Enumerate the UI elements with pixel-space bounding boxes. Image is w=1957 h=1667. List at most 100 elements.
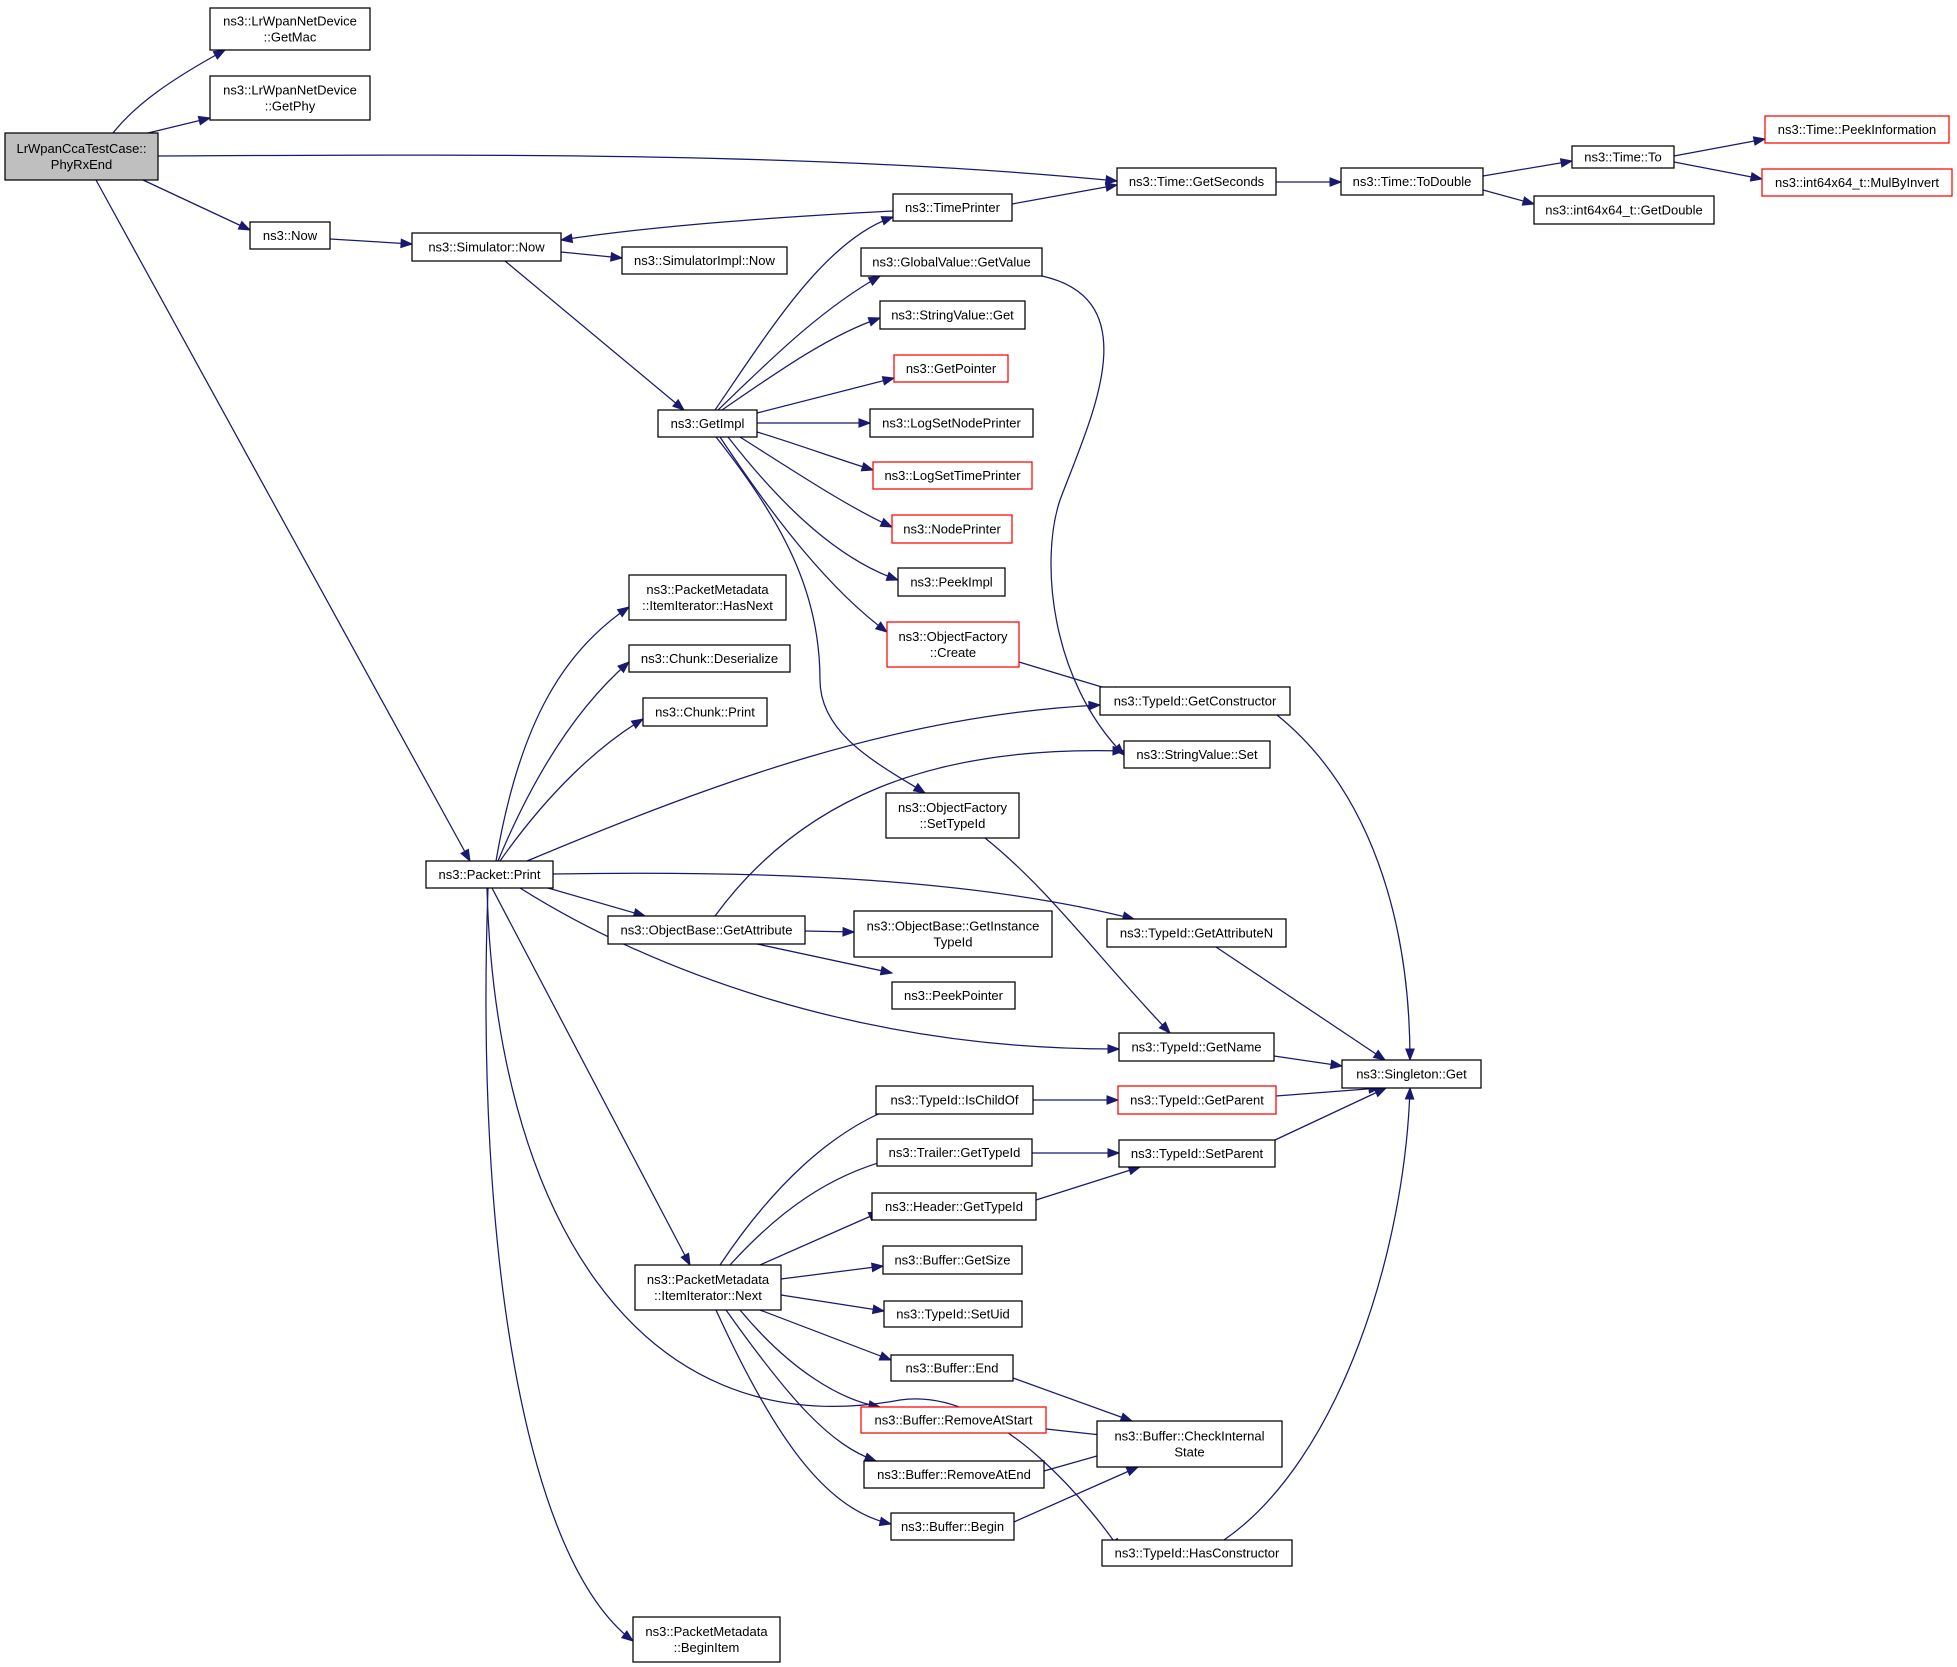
node-svget[interactable]: ns3::StringValue::Get: [879, 300, 1026, 330]
edge-headergettypeid-to-setparent: [1035, 1165, 1142, 1201]
arrowhead: [630, 718, 645, 730]
node-ofcreate[interactable]: ns3::ObjectFactory::Create: [886, 621, 1020, 668]
node-todouble[interactable]: ns3::Time::ToDouble: [1340, 167, 1484, 196]
node-label: ::GetPhy: [265, 99, 316, 114]
arrowhead: [867, 275, 882, 286]
node-logsettimeprinter[interactable]: ns3::LogSetTimePrinter: [872, 461, 1033, 490]
node-getparent[interactable]: ns3::TypeId::GetParent: [1117, 1085, 1277, 1115]
node-trailergettypeid[interactable]: ns3::Trailer::GetTypeId: [876, 1138, 1033, 1167]
node-simimplnow[interactable]: ns3::SimulatorImpl::Now: [621, 246, 788, 275]
node-chunkdeser[interactable]: ns3::Chunk::Deserialize: [628, 644, 791, 673]
node-simnow[interactable]: ns3::Simulator::Now: [411, 232, 562, 262]
node-getimpl[interactable]: ns3::GetImpl: [657, 409, 758, 438]
node-label: ns3::Header::GetTypeId: [885, 1199, 1023, 1214]
node-box: [209, 75, 371, 121]
node-setparent[interactable]: ns3::TypeId::SetParent: [1118, 1139, 1276, 1168]
node-box: [883, 1300, 1023, 1328]
node-box: [1123, 740, 1271, 769]
node-logsetnodeprinter[interactable]: ns3::LogSetNodePrinter: [869, 408, 1034, 438]
node-gvgetvalue[interactable]: ns3::GlobalValue::GetValue: [860, 247, 1043, 277]
node-label: ns3::ObjectBase::GetAttribute: [621, 923, 793, 938]
edge-getimpl-to-gvgetvalue: [717, 275, 882, 411]
node-label: ns3::PacketMetadata: [647, 1272, 770, 1287]
node-getname[interactable]: ns3::TypeId::GetName: [1118, 1032, 1275, 1062]
node-now[interactable]: ns3::Now: [249, 221, 331, 250]
node-label: ns3::TypeId::HasConstructor: [1115, 1546, 1280, 1561]
node-box: [249, 221, 331, 250]
node-label: ns3::GetImpl: [671, 416, 745, 431]
edge-packetprint-to-pmbeginitem: [485, 887, 635, 1642]
node-label: ::ItemIterator::Next: [654, 1288, 762, 1303]
edge-pmnext-to-headergettypeid: [759, 1211, 882, 1266]
node-label: ns3::LogSetTimePrinter: [884, 468, 1021, 483]
node-removeatstart[interactable]: ns3::Buffer::RemoveAtStart: [860, 1406, 1047, 1434]
node-buffergetsize[interactable]: ns3::Buffer::GetSize: [882, 1245, 1023, 1275]
node-hasconstructor[interactable]: ns3::TypeId::HasConstructor: [1101, 1539, 1293, 1567]
arrowhead: [1119, 1412, 1134, 1422]
arrowhead: [197, 115, 212, 126]
edge-line: [1035, 1166, 1141, 1201]
edge-line: [1013, 1466, 1139, 1523]
node-box: [1761, 168, 1953, 197]
node-ischildof[interactable]: ns3::TypeId::IsChildOf: [875, 1085, 1034, 1115]
node-box: [1571, 145, 1675, 169]
node-headergettypeid[interactable]: ns3::Header::GetTypeId: [871, 1192, 1037, 1221]
node-obgetattribute[interactable]: ns3::ObjectBase::GetAttribute: [607, 915, 806, 945]
node-removeatend[interactable]: ns3::Buffer::RemoveAtEnd: [863, 1460, 1045, 1489]
edge-obgetattribute-to-obgetinstance: [804, 926, 856, 937]
edge-line: [780, 1294, 885, 1312]
node-ofsettypeid[interactable]: ns3::ObjectFactory::SetTypeId: [885, 792, 1020, 839]
edge-line: [1041, 275, 1125, 756]
node-getseconds[interactable]: ns3::Time::GetSeconds: [1116, 167, 1277, 196]
node-pmhasnext[interactable]: ns3::PacketMetadata::ItemIterator::HasNe…: [628, 574, 787, 621]
arrowhead: [871, 1262, 885, 1273]
node-timeprinter[interactable]: ns3::TimePrinter: [892, 193, 1013, 222]
node-nodeprinter[interactable]: ns3::NodePrinter: [891, 514, 1013, 544]
node-label: ns3::LrWpanNetDevice: [223, 14, 357, 29]
node-getconstructor[interactable]: ns3::TypeId::GetConstructor: [1099, 686, 1291, 716]
node-setuid[interactable]: ns3::TypeId::SetUid: [883, 1300, 1023, 1328]
node-getmac[interactable]: ns3::LrWpanNetDevice::GetMac: [209, 7, 371, 51]
node-bufferend[interactable]: ns3::Buffer::End: [890, 1354, 1014, 1382]
node-peekpointer[interactable]: ns3::PeekPointer: [891, 981, 1016, 1010]
node-label: ns3::PacketMetadata: [645, 1624, 768, 1639]
node-getpointer[interactable]: ns3::GetPointer: [893, 354, 1009, 383]
node-box: [1118, 1032, 1275, 1062]
node-peekinfo[interactable]: ns3::Time::PeekInformation: [1764, 115, 1950, 144]
node-pmnext[interactable]: ns3::PacketMetadata::ItemIterator::Next: [634, 1264, 782, 1311]
node-root[interactable]: LrWpanCcaTestCase::PhyRxEnd: [4, 132, 159, 181]
edge-line: [759, 1211, 881, 1266]
node-pmbeginitem[interactable]: ns3::PacketMetadata::BeginItem: [632, 1616, 781, 1663]
node-mulbyinvert[interactable]: ns3::int64x64_t::MulByInvert: [1761, 168, 1953, 197]
node-peekimpl[interactable]: ns3::PeekImpl: [897, 567, 1006, 597]
edge-getimpl-to-nodeprinter: [739, 436, 894, 528]
node-getphy[interactable]: ns3::LrWpanNetDevice::GetPhy: [209, 75, 371, 121]
arrowhead: [879, 965, 894, 976]
node-svset[interactable]: ns3::StringValue::Set: [1123, 740, 1271, 769]
node-label: ns3::TypeId::SetParent: [1131, 1146, 1264, 1161]
node-box: [657, 409, 758, 438]
node-box: [607, 915, 806, 945]
edge-root-to-getseconds: [157, 154, 1119, 185]
arrowhead: [1559, 158, 1574, 168]
node-packetprint[interactable]: ns3::Packet::Print: [425, 860, 554, 889]
edge-pmnext-to-bufferend: [759, 1309, 893, 1361]
edge-line: [729, 1158, 893, 1266]
node-getdouble[interactable]: ns3::int64x64_t::GetDouble: [1533, 195, 1715, 225]
node-timeto[interactable]: ns3::Time::To: [1571, 145, 1675, 169]
node-bufferbegin[interactable]: ns3::Buffer::Begin: [890, 1512, 1015, 1541]
node-label: ns3::TypeId::GetAttributeN: [1120, 926, 1273, 941]
edge-now-to-simnow: [329, 238, 414, 249]
node-label: ns3::NodePrinter: [903, 522, 1001, 537]
edge-line: [491, 887, 691, 1266]
edge-getimpl-to-timeprinter: [714, 216, 895, 411]
node-chunkprint[interactable]: ns3::Chunk::Print: [642, 697, 768, 727]
edge-packetprint-to-getconstructor: [526, 700, 1102, 862]
node-singletonget[interactable]: ns3::Singleton::Get: [1341, 1059, 1482, 1089]
node-box: [628, 644, 791, 673]
node-getattributen[interactable]: ns3::TypeId::GetAttributeN: [1106, 918, 1287, 948]
node-box: [893, 354, 1009, 383]
node-box: [634, 1264, 782, 1311]
